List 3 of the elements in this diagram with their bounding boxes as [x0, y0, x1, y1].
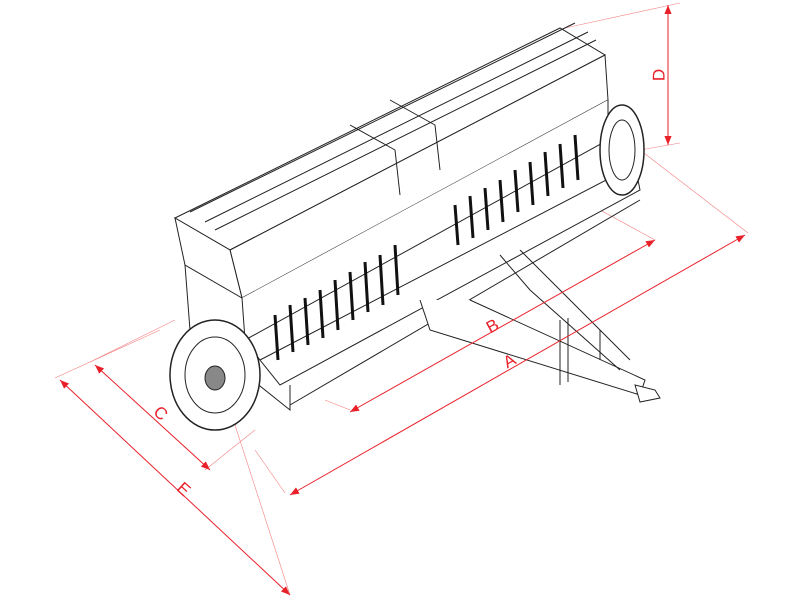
dimension-label: C	[150, 402, 172, 424]
dimension-label: D	[649, 68, 668, 82]
dimension-label: A	[500, 350, 520, 372]
